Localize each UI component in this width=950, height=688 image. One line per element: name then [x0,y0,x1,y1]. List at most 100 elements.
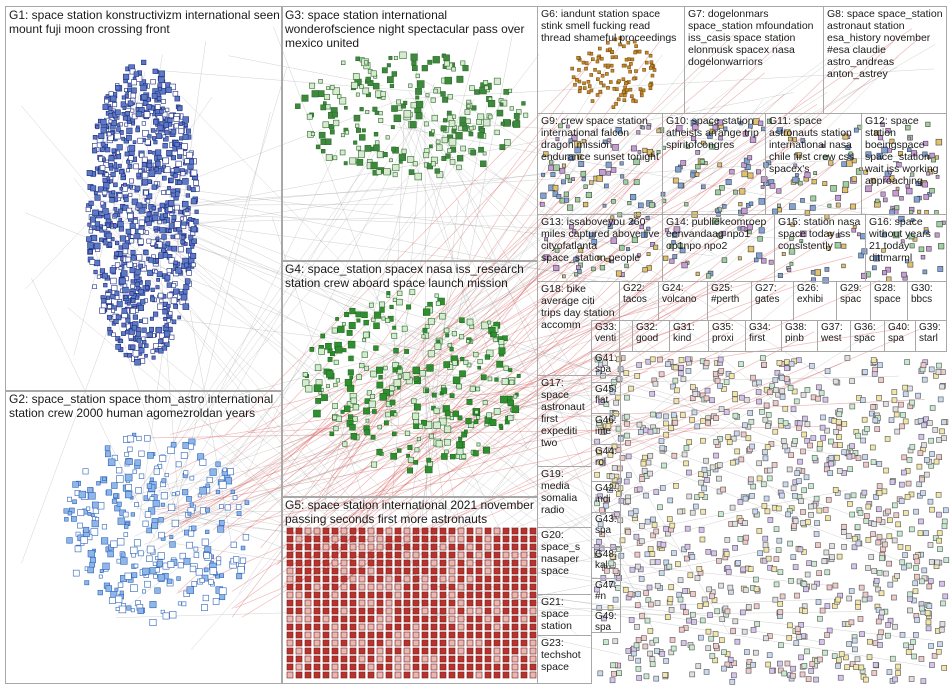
graph-node [707,613,712,618]
group-panel-g48[interactable]: G48: kal [591,547,621,579]
graph-node [636,637,641,642]
group-panel-g21[interactable]: G21: space station [537,594,592,636]
group-panel-g11[interactable]: G11: space astronauts station internatio… [765,113,862,215]
group-panel-g3[interactable]: G3: space station international wonderof… [281,6,538,262]
group-panel-g34[interactable]: G34: first [745,320,782,352]
group-panel-g16[interactable]: G16: space without years 21 today dittma… [865,214,947,282]
graph-node [655,600,660,605]
graph-node [764,403,769,408]
group-panel-g8[interactable]: G8: space space_station astronaut statio… [823,6,947,114]
group-panel-g26[interactable]: G26: exhibi [793,281,837,321]
graph-node [852,564,857,569]
group-panel-g46[interactable]: G46: inte [591,413,621,445]
graph-node [647,585,652,590]
graph-node [802,663,807,668]
graph-node [943,508,948,513]
group-panel-g12[interactable]: G12: space station boeingspace space_sta… [861,113,947,215]
group-panel-g36[interactable]: G36: spac [850,320,885,352]
group-label-g44: G44: rol [595,446,618,468]
graph-node [801,449,806,454]
group-panel-g9[interactable]: G9: crew space station international fal… [537,113,663,215]
graph-node [879,556,884,561]
group-panel-g14[interactable]: G14: publiekeomroep eenvandaag npo1 op1n… [662,214,775,282]
graph-node [905,494,910,499]
group-panel-g23[interactable]: G23: techshot space [537,635,592,684]
graph-node [937,642,942,647]
group-panel-g41[interactable]: G41: spa [591,351,621,383]
group-panel-g49[interactable]: G49: spa [591,609,621,633]
graph-node [841,524,846,529]
group-panel-g5[interactable]: G5: space station international 2021 nov… [281,496,538,684]
graph-node [702,467,707,472]
group-panel-g24[interactable]: G24: volcano [658,281,708,321]
graph-node [704,669,709,674]
graph-node [727,440,732,445]
graph-node [852,638,857,643]
graph-node [652,522,657,527]
graph-node [895,573,900,578]
group-label-g41: G41: spa [595,353,618,375]
group-panel-g20[interactable]: G20: space_s nasaper space [537,527,592,595]
group-label-g39: G39: starl [919,322,944,344]
graph-node [936,512,941,517]
group-panel-g32[interactable]: G32: good [632,320,670,352]
group-panel-g30[interactable]: G30: bbcs [907,281,947,321]
graph-node [624,433,629,438]
group-panel-g2[interactable]: G2: space_station space thom_astro inter… [5,390,283,684]
graph-node [779,375,784,380]
group-panel-g45[interactable]: G45: flat [591,382,621,414]
graph-node [789,453,794,458]
graph-node [777,538,782,543]
group-label-g19: G19: media somalia radio [541,468,589,516]
graph-node [841,530,846,535]
graph-node [809,363,814,368]
graph-node [645,618,650,623]
graph-node [944,558,949,563]
graph-node [909,676,914,681]
graph-node [919,434,924,439]
graph-node [690,672,695,677]
graph-node [728,585,733,590]
graph-node [687,440,692,445]
group-panel-g19[interactable]: G19: media somalia radio [537,466,592,528]
group-panel-g47[interactable]: G47: #n [591,578,621,610]
group-panel-g42[interactable]: G42: indi [591,481,621,513]
graph-node [677,509,682,514]
graph-node [898,402,903,407]
graph-node [826,497,831,502]
group-panel-g43[interactable]: G43: spa [591,512,621,548]
group-panel-g10[interactable]: G10: space station atheists arrange trip… [662,113,766,215]
graph-node [804,475,809,480]
graph-node [637,675,642,680]
group-panel-g39[interactable]: G39: starl [915,320,947,352]
graph-node [940,601,945,606]
group-panel-g13[interactable]: G13: issaboveyou 260 miles captured abov… [537,214,663,282]
group-panel-g33[interactable]: G33: venti [591,320,633,352]
group-panel-g15[interactable]: G15: station nasa space today iss consis… [774,214,866,282]
graph-node [878,642,883,647]
graph-node [942,524,947,529]
group-panel-g1[interactable]: G1: space station konstructivizm interna… [5,6,283,392]
graph-node [885,633,890,638]
graph-node [670,637,675,642]
graph-node [802,488,807,493]
group-panel-g4[interactable]: G4: space_station spacex nasa iss_resear… [281,260,538,498]
graph-node [819,639,824,644]
group-panel-g35[interactable]: G35: proxi [708,320,746,352]
group-panel-g7[interactable]: G7: dogelonmars space_station mfoundatio… [684,6,824,114]
group-panel-g29[interactable]: G29: spac [836,281,871,321]
group-panel-g44[interactable]: G44: rol [591,444,621,482]
group-panel-g25[interactable]: G25: #perth [707,281,752,321]
graph-node [766,662,771,667]
group-panel-g6[interactable]: G6: iandunt station space stink smell fu… [537,6,685,114]
group-panel-g40[interactable]: G40: spa [884,320,916,352]
graph-node [936,363,941,368]
group-panel-g17[interactable]: G17: space astronaut first expediti two [537,375,592,467]
group-panel-g28[interactable]: G28: space [870,281,908,321]
group-panel-g22[interactable]: G22: tacos [619,281,659,321]
group-label-g43: G43: spa [595,514,618,536]
group-panel-g27[interactable]: G27: gates [751,281,794,321]
group-panel-g31[interactable]: G31: kind [669,320,709,352]
group-panel-g38[interactable]: G38: pinb [781,320,818,352]
group-panel-g37[interactable]: G37: west [817,320,851,352]
